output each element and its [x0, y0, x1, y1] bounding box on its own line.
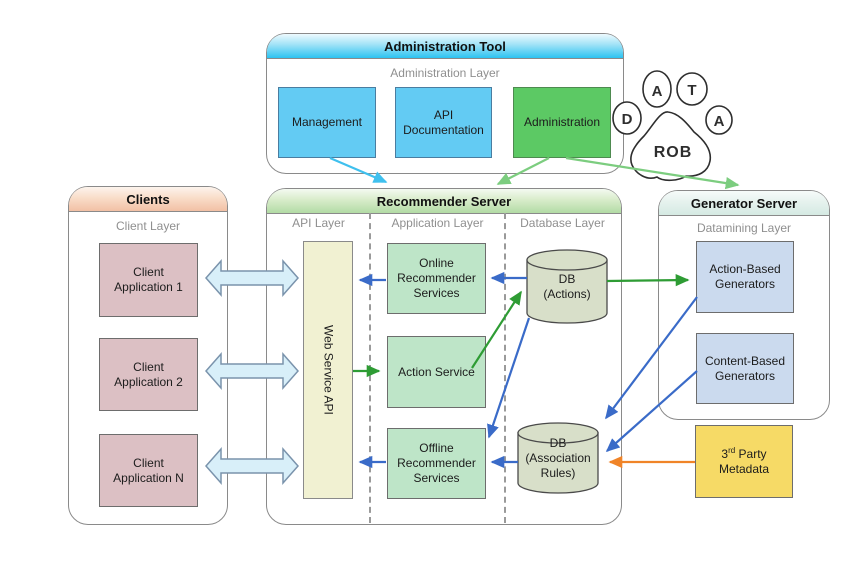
db-actions-line2: (Actions)	[543, 287, 591, 301]
paw-letter-a2: A	[714, 113, 725, 130]
offline-recommender-services-box: Offline Recommender Services	[387, 428, 486, 499]
db-assoc-line3: Rules)	[540, 466, 576, 480]
content-based-generators-box: Content-Based Generators	[696, 333, 794, 404]
paw-toe-a1	[642, 70, 672, 108]
database-layer-label: Database Layer	[520, 216, 605, 230]
action-service-box: Action Service	[387, 336, 486, 408]
db-actions-line1: DB	[558, 272, 576, 286]
client-application-n-box: Client Application N	[99, 434, 198, 507]
datarob-paw-logo: D A T A ROB	[612, 70, 733, 182]
online-recommender-services-box: Online Recommender Services	[387, 243, 486, 314]
api-layer-label: API Layer	[292, 216, 345, 230]
recommender-server-title-label: Recommender Server	[376, 193, 512, 209]
administration-layer-label: Administration Layer	[390, 66, 500, 80]
clients-title: Clients	[69, 187, 227, 212]
administration-box: Administration	[513, 87, 611, 158]
api-documentation-box: API Documentation	[395, 87, 492, 158]
generator-server-title-label: Generator Server	[690, 195, 798, 211]
paw-pad	[630, 111, 712, 182]
recommender-server-container: Recommender Server API Layer Application…	[266, 188, 622, 525]
db-assoc-line2: (Association	[525, 451, 591, 465]
client-layer-label: Client Layer	[115, 219, 181, 233]
third-party-metadata-box: 3rd Party Metadata	[695, 425, 793, 498]
clients-container: Clients Client Layer Client Application …	[68, 186, 228, 525]
third-party-metadata-label: 3rd Party Metadata	[719, 446, 769, 477]
clients-title-label: Clients	[126, 191, 170, 207]
action-based-generators-box: Action-Based Generators	[696, 241, 794, 313]
admin-tool-title: Administration Tool	[267, 34, 623, 59]
paw-letter-t: T	[687, 82, 696, 99]
paw-toe-t	[676, 72, 708, 106]
third-party-prefix: 3	[721, 447, 729, 461]
third-party-ordinal: rd	[728, 446, 736, 455]
paw-toe-a2	[705, 105, 733, 135]
application-layer-label: Application Layer	[391, 216, 484, 230]
application-database-divider	[504, 213, 506, 523]
db-assoc-line1: DB	[549, 436, 567, 450]
datamining-layer-label: Datamining Layer	[696, 221, 792, 235]
paw-letter-a1: A	[652, 83, 663, 100]
generator-server-container: Generator Server Datamining Layer Action…	[658, 190, 830, 420]
management-box: Management	[278, 87, 376, 158]
api-application-divider	[369, 213, 371, 523]
web-service-api-label: Web Service API	[321, 325, 336, 415]
client-application-2-box: Client Application 2	[99, 338, 198, 411]
admin-tool-container: Administration Tool Administration Layer…	[266, 33, 624, 174]
third-party-line2: Metadata	[718, 462, 770, 476]
db-actions-label: DB (Actions)	[527, 272, 607, 302]
client-application-1-box: Client Application 1	[99, 243, 198, 317]
third-party-suffix: Party	[735, 447, 767, 461]
paw-rob-label: ROB	[654, 144, 693, 161]
web-service-api-box: Web Service API	[303, 241, 353, 499]
recommender-server-title: Recommender Server	[267, 189, 621, 214]
admin-tool-title-label: Administration Tool	[384, 38, 506, 54]
generator-server-title: Generator Server	[659, 191, 829, 216]
db-association-rules-label: DB (Association Rules)	[513, 436, 603, 481]
